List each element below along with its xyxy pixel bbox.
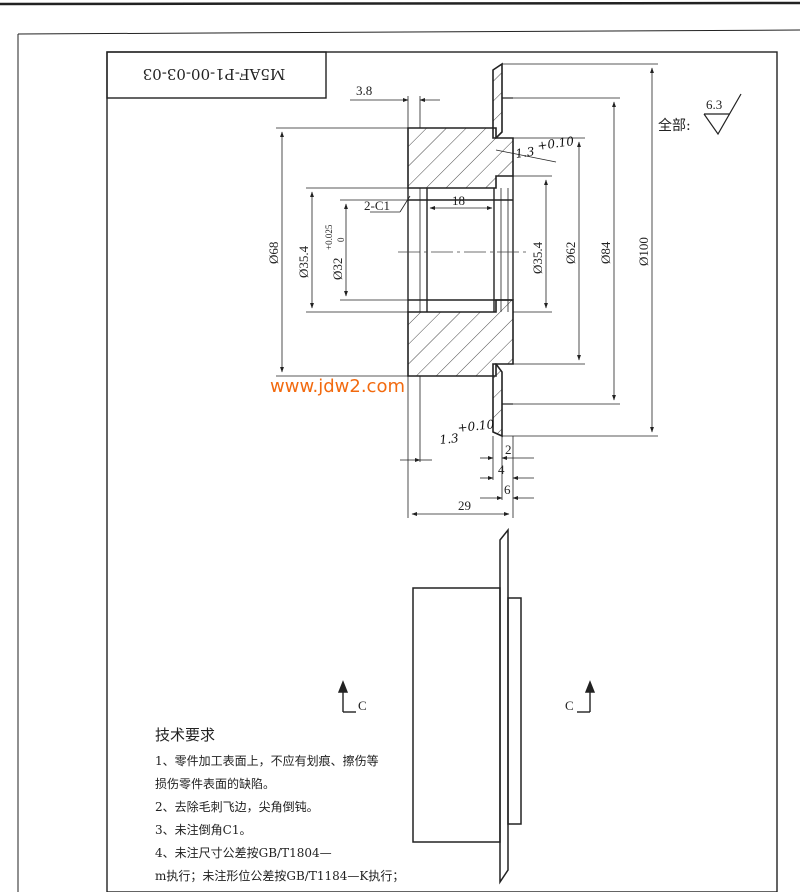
dim-29: 29	[458, 498, 471, 513]
dim-18: 18	[452, 193, 465, 208]
technical-requirements: 技术要求 1、零件加工表面上，不应有划痕、擦伤等 损伤零件表面的缺陷。 2、去除…	[155, 726, 404, 883]
watermark: www.jdw2.com	[270, 376, 405, 397]
dim-d35-left: Ø35.4	[296, 245, 311, 278]
dim-groove-top-value: 1.3	[514, 144, 535, 161]
notes-line-3: 2、去除毛刺飞边，尖角倒钝。	[155, 799, 319, 814]
dim-d68: Ø68	[266, 242, 281, 264]
surface-finish: 全部: 6.3	[658, 93, 742, 136]
dim-d32-tol-lower: 0	[336, 237, 346, 242]
section-markers: C C	[337, 680, 596, 713]
dimension-lines	[276, 63, 658, 518]
dim-d100: Ø100	[636, 237, 651, 266]
title-block: M5AF-P1-00-03-03	[106, 51, 327, 99]
dim-groove-bottom-tol: +0.10	[457, 417, 495, 435]
dim-groove-bottom-value: 1.3	[439, 431, 460, 447]
dim-4: 4	[498, 462, 505, 477]
dim-d35-right: Ø35.4	[530, 241, 545, 274]
notes-line-4: 3、未注倒角C1。	[155, 822, 251, 837]
exterior-view	[412, 527, 522, 885]
flange-bottom	[492, 363, 503, 438]
notes-line-1: 1、零件加工表面上，不应有划痕、擦伤等	[155, 753, 379, 768]
dim-2: 2	[505, 442, 512, 457]
dim-groove-top-tol: +0.10	[536, 134, 575, 153]
dim-d32: Ø32	[330, 258, 345, 280]
section-view	[398, 62, 528, 438]
surface-finish-value: 6.3	[706, 97, 722, 112]
dim-d62: Ø62	[563, 242, 578, 264]
dimension-labels: 3.8 2-C1 18 Ø68 Ø35.4 Ø32 +0.025 0 Ø35.4…	[266, 83, 651, 513]
section-marker-left	[337, 680, 356, 713]
section-label-left: C	[358, 698, 367, 713]
notes-line-6: m执行；未注形位公差按GB/T1184—K执行；	[155, 868, 404, 883]
section-marker-right	[577, 680, 596, 713]
notes-line-5: 4、未注尺寸公差按GB/T1804—	[155, 845, 332, 860]
dim-d84: Ø84	[598, 241, 613, 264]
dim-6: 6	[504, 482, 511, 497]
notes-title: 技术要求	[155, 726, 215, 744]
surface-finish-label: 全部:	[658, 117, 691, 134]
section-label-right: C	[565, 698, 574, 713]
flange-top	[492, 62, 503, 139]
dim-d32-tol-upper: +0.025	[324, 224, 334, 250]
dim-2-c1: 2-C1	[364, 198, 390, 213]
drawing-number: M5AF-P1-00-03-03	[143, 65, 286, 83]
dim-3-8: 3.8	[356, 83, 372, 98]
notes-line-2: 损伤零件表面的缺陷。	[155, 776, 275, 791]
